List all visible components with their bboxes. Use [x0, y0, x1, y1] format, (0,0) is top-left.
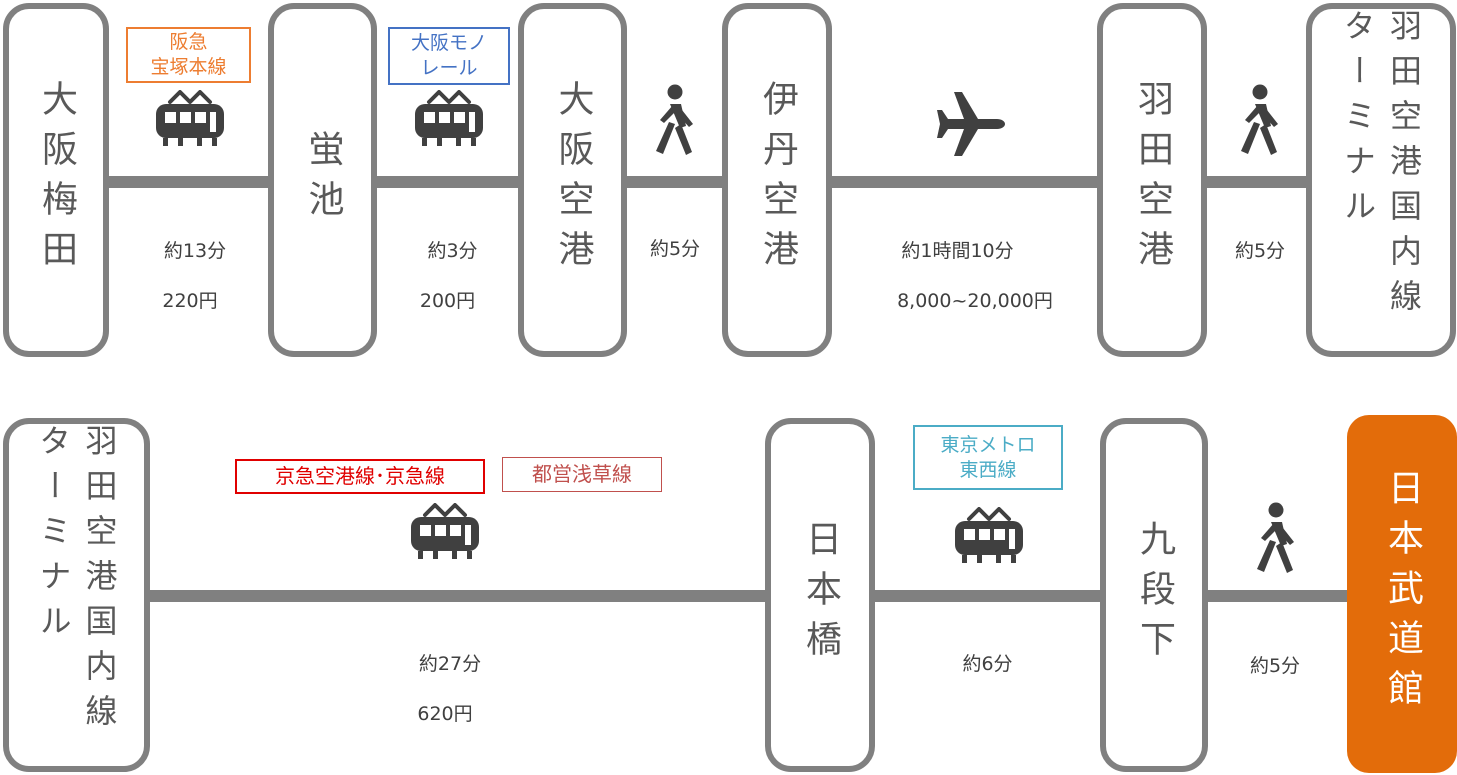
train-icon: [413, 90, 485, 152]
station-name: 日本橋: [800, 520, 841, 670]
walk-icon: [1249, 502, 1299, 574]
station-name: 伊丹空港: [757, 80, 798, 280]
station-haneda-domestic-terminal: 羽田空港国内線ターミナル: [3, 418, 150, 772]
leg-fare: 220円: [162, 290, 218, 312]
train-icon: [409, 503, 481, 565]
leg-time: 約1時間10分: [901, 240, 1014, 262]
line-label-line2: 東西線: [959, 458, 1017, 481]
walk-icon: [1233, 84, 1283, 156]
station-itami-airport: 伊丹空港: [722, 3, 832, 357]
station-name: 羽田空港国内線ターミナル: [1339, 9, 1423, 324]
line-label-tokyo-metro-tozai: 東京メトロ 東西線: [913, 425, 1063, 490]
line-label-line1: 大阪モノ: [410, 32, 487, 54]
station-name: 大阪梅田: [36, 80, 77, 280]
station-name: 九段下: [1134, 520, 1175, 670]
station-haneda-domestic-terminal: 羽田空港国内線ターミナル: [1306, 3, 1456, 357]
walk-icon: [648, 84, 698, 156]
station-osaka-airport: 大阪空港: [518, 3, 627, 357]
route-line: [100, 176, 1315, 188]
leg-time: 約27分: [418, 653, 482, 675]
line-label-hankyu: 阪急 宝塚本線: [126, 27, 251, 83]
station-name: 羽田空港国内線ターミナル: [34, 424, 119, 739]
leg-time: 約13分: [163, 240, 227, 262]
line-label-toei-asakusa: 都営浅草線: [502, 457, 662, 492]
train-icon: [953, 507, 1025, 569]
station-kudanshita: 九段下: [1100, 418, 1208, 772]
leg-time: 約3分: [427, 240, 478, 262]
leg-time: 約5分: [649, 238, 701, 260]
airplane-icon: [935, 88, 1007, 160]
leg-time: 約6分: [962, 653, 1013, 675]
line-label-line1: 東京メトロ: [940, 433, 1036, 456]
line-label-monorail: 大阪モノ レール: [388, 27, 510, 85]
leg-fare: 620円: [417, 703, 473, 725]
station-name: 羽田空港: [1132, 80, 1173, 280]
station-hotarugaike: 蛍池: [268, 3, 377, 357]
line-label-line2: 宝塚本線: [150, 56, 227, 78]
station-nihonbashi: 日本橋: [765, 418, 875, 772]
line-label-text: 京急空港線･京急線: [275, 464, 445, 488]
station-haneda-airport: 羽田空港: [1097, 3, 1207, 357]
leg-fare: 8,000~20,000円: [897, 290, 1053, 312]
line-label-line1: 阪急: [169, 31, 208, 53]
route-line: [140, 590, 1355, 602]
leg-fare: 200円: [419, 290, 476, 312]
station-name: 日本武道館: [1382, 469, 1423, 719]
line-label-text: 都営浅草線: [532, 462, 632, 486]
station-name: 大阪空港: [552, 80, 594, 280]
line-label-line2: レール: [420, 57, 478, 79]
line-label-keikyu: 京急空港線･京急線: [235, 459, 485, 494]
train-icon: [154, 90, 226, 152]
station-nippon-budokan: 日本武道館: [1347, 415, 1457, 773]
station-osaka-umeda: 大阪梅田: [3, 3, 109, 357]
leg-time: 約5分: [1249, 655, 1301, 677]
leg-time: 約5分: [1234, 240, 1286, 262]
station-name: 蛍池: [302, 130, 344, 230]
